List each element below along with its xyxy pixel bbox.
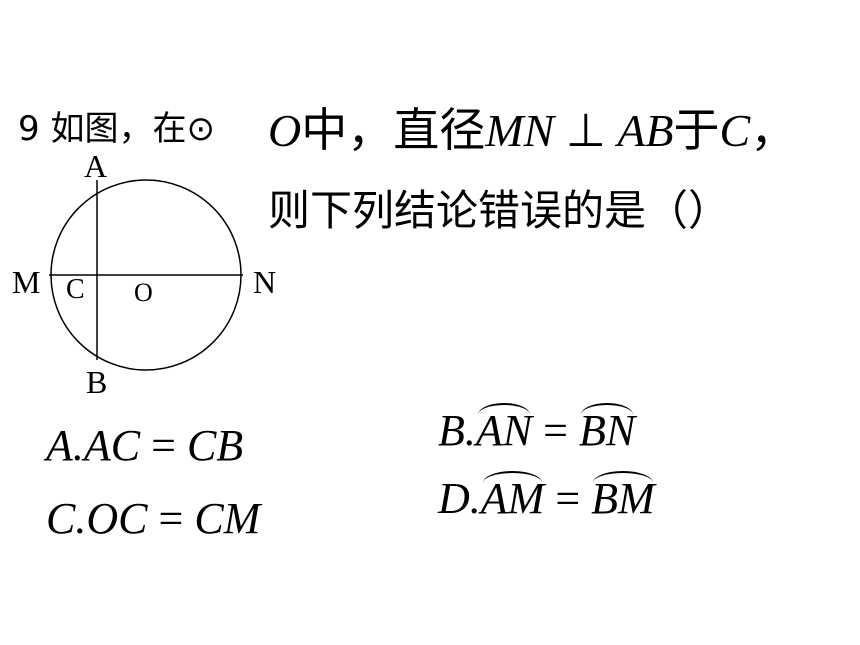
label-m: M bbox=[12, 264, 41, 300]
text-zhijing: 直径 bbox=[393, 105, 486, 156]
option-b-rhs-arc: BN bbox=[578, 403, 636, 455]
option-d-lhs-arc: AM bbox=[480, 471, 545, 523]
option-a-lhs: AC bbox=[83, 421, 141, 470]
option-b-eq: = bbox=[532, 406, 579, 455]
question-prefix: 9 如图，在⊙ bbox=[18, 109, 215, 149]
perpendicular-symbol: ⊥ bbox=[565, 105, 606, 156]
option-b-prefix: B. bbox=[438, 406, 476, 455]
foot-point: C bbox=[719, 105, 751, 156]
option-d-rhs-arc: BM bbox=[591, 471, 655, 523]
option-d: D.AM = BM bbox=[438, 471, 655, 523]
label-o: O bbox=[134, 278, 153, 307]
circle-figure bbox=[49, 179, 243, 371]
option-a-rhs: CB bbox=[186, 421, 244, 470]
option-c-rhs: CM bbox=[194, 494, 261, 543]
text-zhong: 中， bbox=[301, 105, 394, 156]
option-c-eq: = bbox=[147, 494, 195, 543]
circle-name: O bbox=[268, 105, 302, 156]
question-line-1: O中，直径MN ⊥ AB于C， bbox=[268, 108, 796, 154]
option-a-prefix: A. bbox=[46, 421, 84, 470]
option-a-eq: = bbox=[140, 421, 187, 470]
label-n: N bbox=[253, 264, 277, 300]
option-a: A.AC = CB bbox=[46, 424, 243, 468]
option-b-lhs-arc: AN bbox=[475, 403, 533, 455]
option-d-eq: = bbox=[544, 474, 592, 523]
option-c-lhs: OC bbox=[86, 494, 148, 543]
label-a: A bbox=[84, 148, 108, 184]
question-line-2: 则下列结论错误的是（） bbox=[268, 186, 731, 235]
text-yu: 于 bbox=[673, 105, 720, 156]
option-d-prefix: D. bbox=[438, 474, 481, 523]
label-c: C bbox=[66, 274, 85, 305]
label-b: B bbox=[86, 364, 108, 400]
option-c-prefix: C. bbox=[46, 494, 87, 543]
diameter-name: MN bbox=[485, 105, 555, 156]
text-comma: ， bbox=[750, 105, 797, 156]
option-c: C.OC = CM bbox=[46, 497, 260, 541]
option-b: B.AN = BN bbox=[438, 403, 636, 455]
chord-name: AB bbox=[617, 105, 674, 156]
